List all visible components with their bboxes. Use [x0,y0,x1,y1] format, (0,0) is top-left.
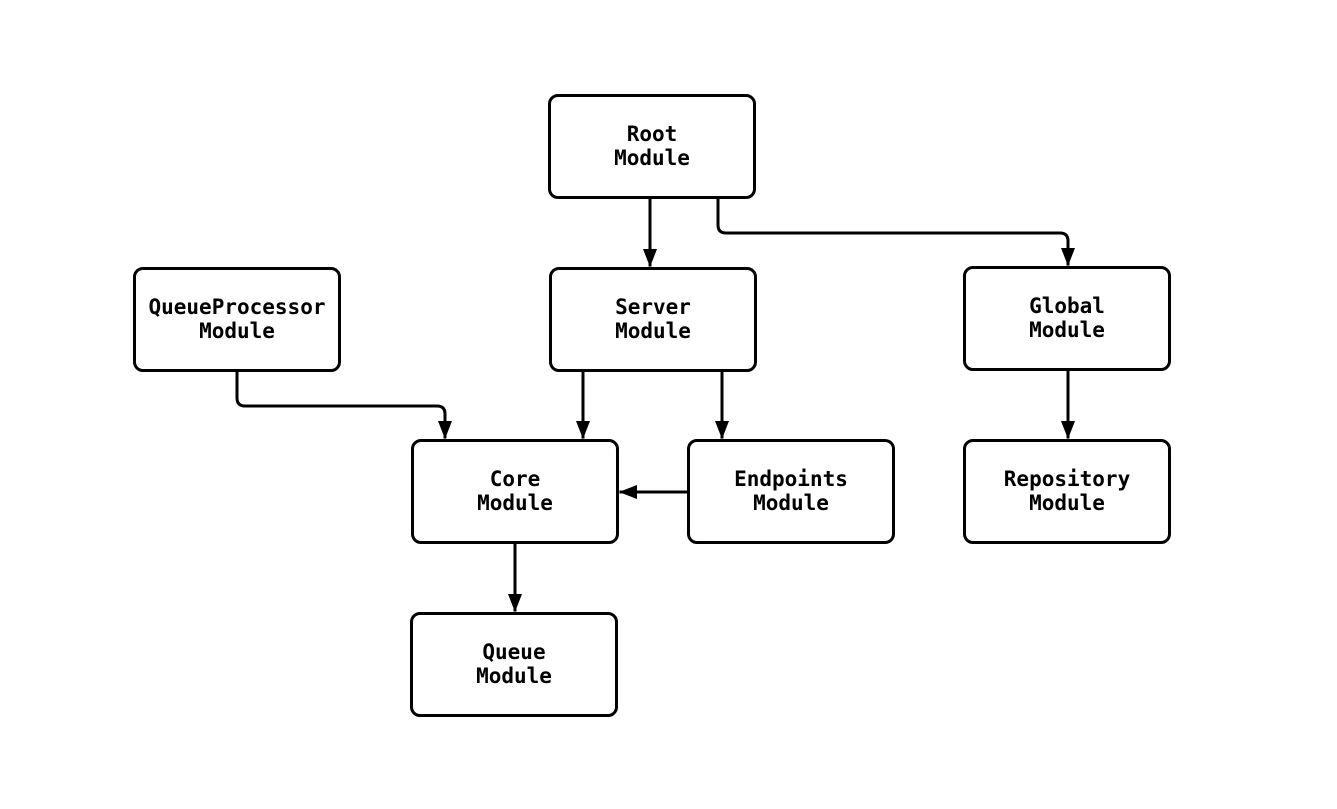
node-global-module: Global Module [963,266,1171,371]
node-endpoints-module: Endpoints Module [687,439,895,544]
node-core-module-label: Core Module [477,467,553,515]
node-root-module-label: Root Module [614,122,690,170]
node-queueprocessor-module: QueueProcessor Module [133,267,341,372]
node-queue-module: Queue Module [410,612,618,717]
edge-root-to-global [716,196,1075,266]
node-root-module: Root Module [548,94,756,199]
node-global-module-label: Global Module [1029,294,1105,342]
node-repository-module: Repository Module [963,439,1171,544]
node-endpoints-module-label: Endpoints Module [734,467,848,515]
node-server-module-label: Server Module [615,295,691,343]
node-queue-module-label: Queue Module [476,640,552,688]
edge-queueprocessor-to-core [235,370,452,439]
node-server-module: Server Module [549,267,757,372]
node-core-module: Core Module [411,439,619,544]
node-repository-module-label: Repository Module [1003,467,1131,515]
node-queueprocessor-module-label: QueueProcessor Module [148,295,326,343]
